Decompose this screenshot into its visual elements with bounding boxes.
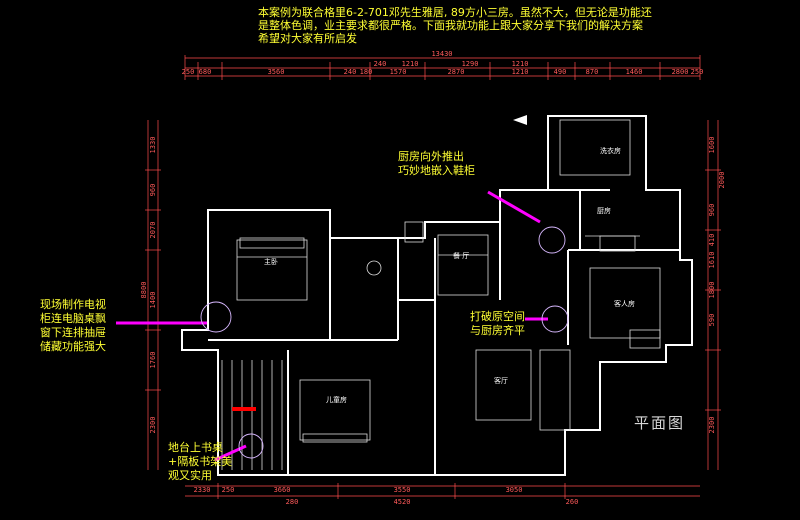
- dimension-top: 250: [182, 68, 195, 76]
- annotation-line: 厨房向外推出: [398, 150, 464, 163]
- room-label-guest: 客人房: [614, 299, 635, 308]
- room-label-dining: 餐 厅: [453, 251, 469, 260]
- dimension-top-inner: 1290: [462, 60, 479, 68]
- dimension-ticks: [145, 55, 721, 499]
- dimension-bottom: 2330: [194, 486, 211, 494]
- desk-marker: [232, 407, 256, 411]
- north-arrow-icon: [513, 115, 527, 125]
- dimension-bottom-inner: 4520: [394, 498, 411, 506]
- dimension-top: 2870: [448, 68, 465, 76]
- header-line: 希望对大家有所启发: [258, 32, 357, 45]
- dimension-right: 1610: [708, 252, 716, 269]
- dimension-total-top: 13430: [431, 50, 452, 58]
- dimension-right: 2300: [708, 417, 716, 434]
- dimension-top-inner: 240: [374, 60, 387, 68]
- dimension-left: 960: [149, 184, 157, 197]
- annotation-wall: 打破原空间 与厨房齐平: [470, 310, 525, 338]
- annotation-line: 观又实用: [168, 469, 212, 482]
- dimension-top: 3560: [268, 68, 285, 76]
- dimension-left: 1760: [149, 352, 157, 369]
- annotation-line: 储藏功能强大: [40, 340, 106, 353]
- dimension-top: 250: [691, 68, 704, 76]
- walls: [181, 115, 693, 476]
- dimension-top: 1210: [512, 68, 529, 76]
- annotation-line: 柜连电脑桌飘: [40, 312, 106, 325]
- room-label-child: 儿童房: [326, 395, 347, 404]
- dimension-right: 410: [708, 234, 716, 247]
- dimension-top: 1460: [626, 68, 643, 76]
- dimension-top: 240: [344, 68, 357, 76]
- dimension-right: 2000: [718, 172, 726, 189]
- dimension-top: 1570: [390, 68, 407, 76]
- annotation-tv-cabinet: 现场制作电视 柜连电脑桌飘 窗下连排抽屉 储藏功能强大: [40, 298, 106, 354]
- annotation-line: 巧妙地嵌入鞋柜: [398, 164, 475, 177]
- dimension-top-inner: 1210: [512, 60, 529, 68]
- dimension-bottom: 250: [222, 486, 235, 494]
- dimension-left: 1330: [149, 137, 157, 154]
- dimension-bottom: 3050: [506, 486, 523, 494]
- room-label-laundry: 洗衣房: [600, 146, 621, 155]
- annotation-kitchen: 厨房向外推出 巧妙地嵌入鞋柜: [398, 150, 475, 178]
- dimension-left: 2300: [149, 417, 157, 434]
- annotation-line: +隔板书架美: [168, 455, 233, 468]
- annotation-line: 现场制作电视: [40, 298, 106, 311]
- dimension-bottom: 3550: [394, 486, 411, 494]
- dimension-left: 1400: [149, 292, 157, 309]
- dimension-top: 870: [586, 68, 599, 76]
- room-label-kitchen: 厨房: [597, 206, 611, 215]
- header-line: 本案例为联合格里6-2-701邓先生雅居, 89方小三房。虽然不大，但无论是功能…: [258, 6, 652, 19]
- dimension-bottom: 3660: [274, 486, 291, 494]
- dimension-top-inner: 1210: [402, 60, 419, 68]
- furniture: [221, 119, 661, 470]
- callout-arrows: [116, 190, 548, 462]
- dimension-right: 1800: [708, 282, 716, 299]
- dimension-top: 2800: [672, 68, 689, 76]
- annotation-line: 与厨房齐平: [470, 324, 525, 337]
- dimension-left: 8800: [140, 282, 148, 299]
- dimension-bottom-inner: 260: [566, 498, 579, 506]
- plan-title: 平面图: [634, 414, 686, 432]
- dimension-lines: [147, 57, 719, 497]
- room-label-living: 客厅: [494, 376, 508, 385]
- dimension-bottom-inner: 280: [286, 498, 299, 506]
- callout-circles: [200, 226, 569, 459]
- dimension-right: 590: [708, 314, 716, 327]
- annotation-line: 地台上书桌: [168, 441, 223, 454]
- dimension-right: 960: [708, 204, 716, 217]
- annotation-study: 地台上书桌 +隔板书架美 观又实用: [168, 441, 232, 483]
- header-line: 是整体色调，业主要求都很严格。下面我就功能上跟大家分享下我们的解决方案: [258, 19, 643, 32]
- dimension-top: 180: [360, 68, 373, 76]
- description-header: 本案例为联合格里6-2-701邓先生雅居, 89方小三房。虽然不大，但无论是功能…: [258, 6, 698, 45]
- dimension-right: 1600: [708, 137, 716, 154]
- annotation-line: 打破原空间: [470, 310, 525, 323]
- annotation-line: 窗下连排抽屉: [40, 326, 106, 339]
- dimension-top: 680: [199, 68, 212, 76]
- dimension-left: 2070: [149, 222, 157, 239]
- dimension-top: 490: [554, 68, 567, 76]
- room-label-master: 主卧: [264, 257, 278, 266]
